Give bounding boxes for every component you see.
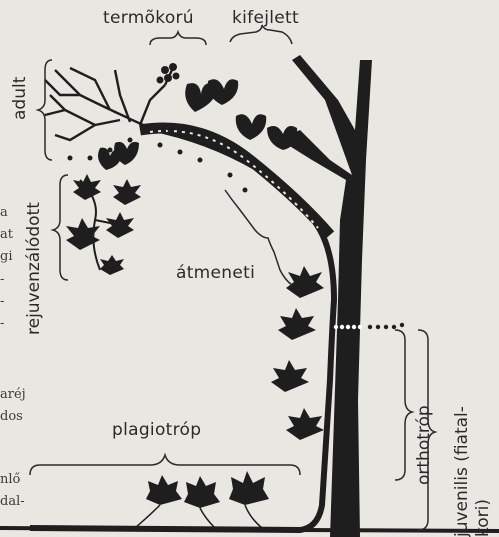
transition-dotted-line-outer bbox=[368, 323, 404, 329]
label-atmeneti: átmeneti bbox=[176, 263, 255, 283]
label-termokoru: termõkorú bbox=[103, 8, 194, 28]
label-rejuvenzalodott: rejuvenzálódott bbox=[24, 202, 44, 335]
margin-fragment: dal- bbox=[0, 494, 25, 509]
transition-leaves bbox=[271, 266, 324, 440]
margin-fragment: aréj bbox=[0, 387, 26, 402]
brace-adult bbox=[38, 60, 52, 160]
brace-termokoru bbox=[150, 32, 206, 45]
margin-fragment: - bbox=[0, 294, 4, 309]
adult-leaves bbox=[98, 79, 297, 170]
label-adult: adult bbox=[10, 77, 30, 120]
fruit-cluster bbox=[157, 63, 180, 84]
brace-plagiotrop bbox=[30, 455, 300, 475]
margin-fragment: - bbox=[0, 316, 4, 331]
label-juvenilis: juvenilis (fiatal- bbox=[452, 406, 472, 537]
brace-rejuvenzalodott bbox=[53, 175, 68, 280]
label-plagiotrop: plagiotróp bbox=[112, 420, 201, 440]
margin-fragment: gi bbox=[0, 249, 12, 264]
margin-fragment: a bbox=[0, 205, 8, 220]
ground-leaf-stems bbox=[135, 505, 262, 528]
plagiotropic-leaves bbox=[146, 471, 269, 508]
label-orthotrop: orthotróp bbox=[414, 405, 434, 485]
margin-fragment: nlő bbox=[0, 472, 20, 487]
label-juvenilis-line2: kori) bbox=[473, 499, 493, 537]
rejuvenated-leaves bbox=[66, 174, 141, 275]
margin-fragment: dos bbox=[0, 409, 23, 424]
margin-fragment: at bbox=[0, 227, 13, 242]
margin-fragment: - bbox=[0, 272, 4, 287]
brace-orthotrop bbox=[395, 330, 412, 480]
label-kifejlett: kifejlett bbox=[232, 8, 299, 28]
